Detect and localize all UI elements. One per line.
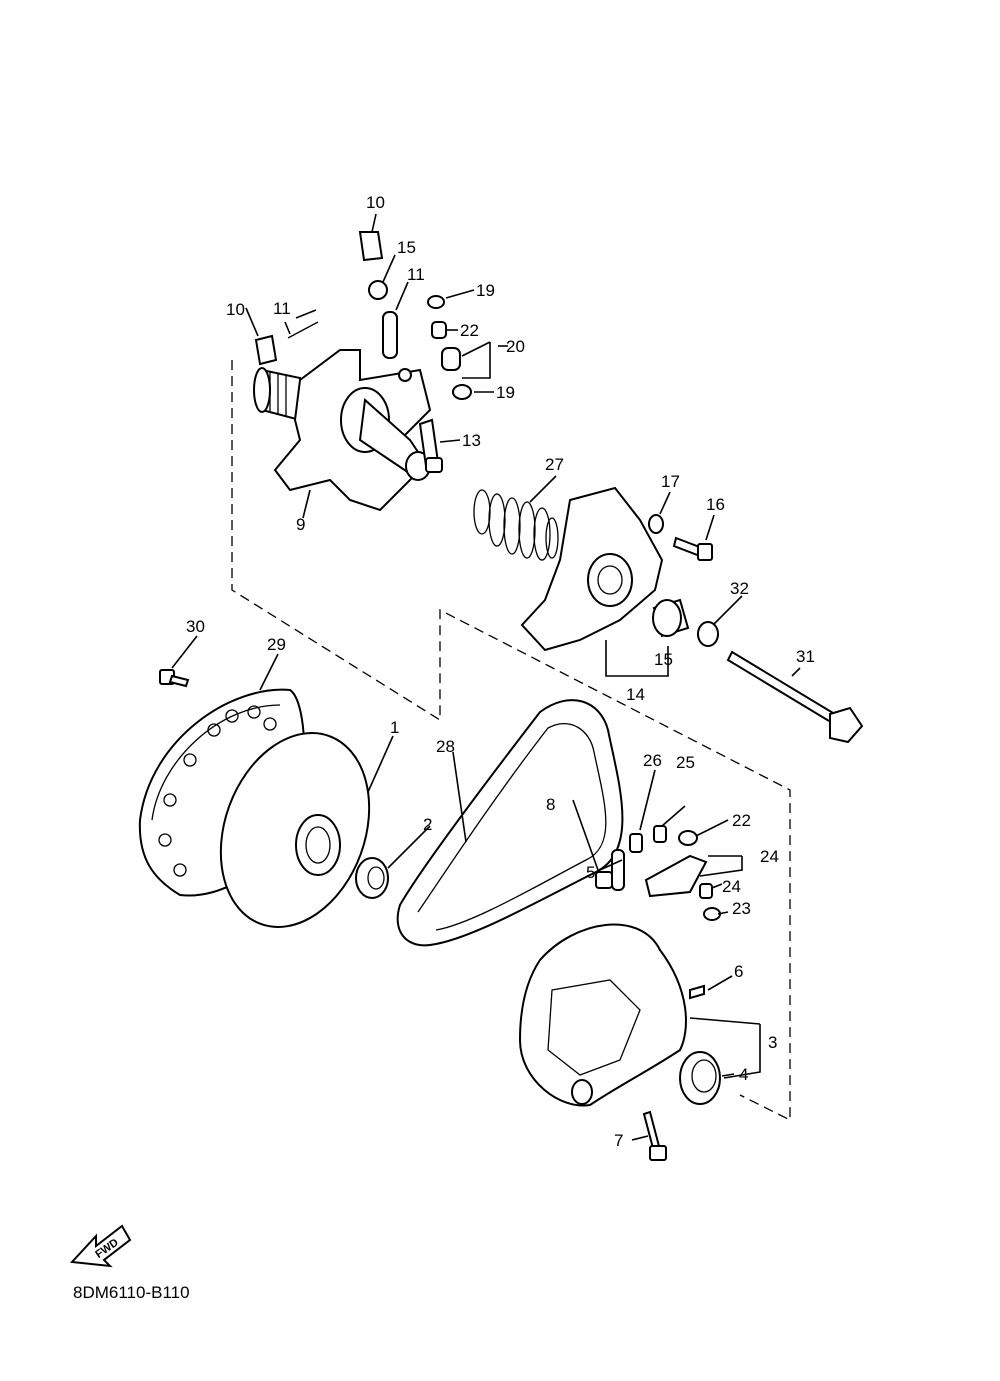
leader-lines [171,213,801,1141]
roller-weights [254,231,472,473]
callout-23: 24 [760,847,779,866]
cap-hardware [648,514,864,744]
callout-29: 30 [186,617,205,636]
callout-4: 4 [739,1065,748,1084]
callout-3: 3 [768,1033,777,1052]
callout-15: 14 [626,685,645,704]
callout-20: 20 [506,337,525,356]
callout-9: 9 [296,515,305,534]
callout-26: 26 [643,751,662,770]
callout-32: 32 [730,579,749,598]
fwd-arrow-icon: FWD [69,1224,132,1268]
callout-10a: 10 [366,193,385,212]
callout-11-label: 11 [273,299,291,318]
callout-31: 31 [796,647,815,666]
clutch-spring [473,489,559,561]
callout-21: 22 [460,321,479,340]
callout-30: 28 [436,737,455,756]
callout-13: 13 [462,431,481,450]
spider-assembly [253,349,432,512]
callout-28: 29 [267,635,286,654]
primary-sheave [219,732,371,928]
callout-1: 1 [390,718,399,737]
callout-25: 25 [676,753,695,772]
clutch-cap [520,486,690,652]
callout-19b: 19 [496,383,515,402]
callout-14: 15 [397,238,416,257]
callout-16: 15 [654,650,673,669]
callout-17: 16 [706,495,725,514]
bushing-2 [355,857,389,899]
drive-belt [396,699,624,947]
assembly-outline [231,360,791,1122]
callout-7: 7 [614,1131,623,1150]
callout-2: 2 [423,815,432,834]
callout-labels: 10 15 11 10 11 19 22 20 19 13 9 27 17 16… [186,193,815,1150]
callout-27: 27 [545,455,564,474]
callout-24: 24 [722,877,741,896]
secondary-hardware [595,825,721,1161]
callout-22b: 23 [732,899,751,918]
callout-10b: 10 [226,300,245,319]
callout-22a: 22 [732,811,751,830]
callout-6: 6 [734,962,743,981]
callout-8: 8 [546,795,555,814]
callout-18: 17 [661,472,680,491]
callout-5: 5 [586,863,595,882]
diagram-code: 8DM6110-B110 [73,1283,190,1302]
callout-19a: 19 [476,281,495,300]
secondary-sheave [518,923,721,1107]
callout-12: 11 [407,265,425,284]
